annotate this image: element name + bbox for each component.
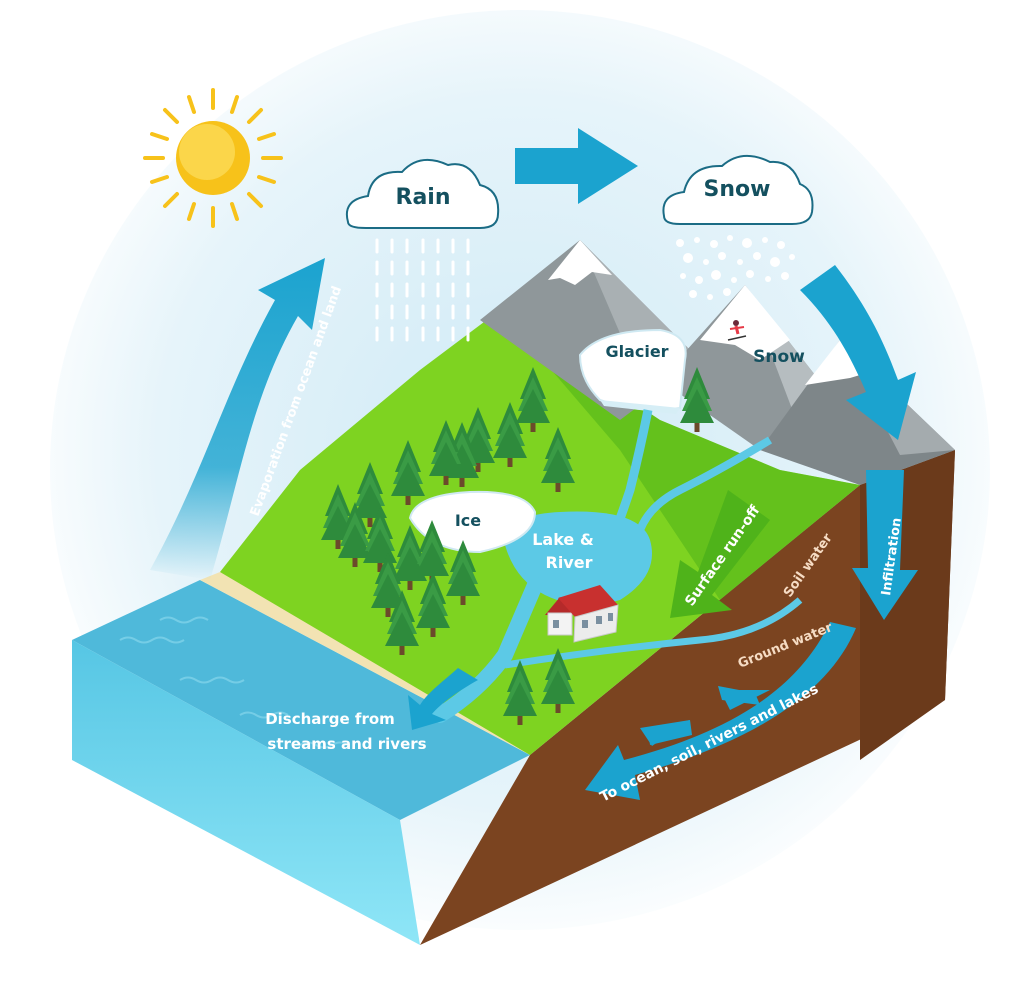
house-icon bbox=[545, 585, 619, 643]
ice-label: Ice bbox=[455, 511, 481, 530]
rain-label: Rain bbox=[396, 185, 451, 210]
river bbox=[432, 577, 543, 723]
skier-icon bbox=[727, 320, 747, 341]
surface-runoff-arrow bbox=[670, 490, 770, 618]
glacier bbox=[578, 328, 687, 414]
snow-peak-label: Snow bbox=[753, 347, 805, 367]
evaporation-arrow bbox=[150, 258, 325, 580]
soil-block bbox=[420, 450, 955, 945]
rain-drops bbox=[375, 238, 470, 342]
cloud-transfer-arrow bbox=[515, 128, 638, 204]
glacier-label: Glacier bbox=[605, 342, 668, 361]
discharge-label-line1: Discharge from bbox=[265, 710, 395, 728]
rain-cloud bbox=[346, 158, 500, 229]
snow-descent-arrow bbox=[800, 265, 916, 440]
infiltration-arrow bbox=[852, 470, 918, 620]
discharge-label-line2: streams and rivers bbox=[267, 735, 426, 753]
mountain-stream bbox=[636, 436, 773, 532]
ocean bbox=[72, 580, 530, 945]
snow-cloud-label: Snow bbox=[704, 177, 771, 202]
lake-label-line2: River bbox=[546, 553, 593, 572]
snowflakes bbox=[676, 235, 795, 300]
discharge-arrow bbox=[408, 668, 478, 730]
sun-icon bbox=[143, 88, 283, 228]
ground-water-arrow-small bbox=[648, 686, 760, 745]
ice-patch bbox=[408, 490, 537, 554]
snow-cloud bbox=[662, 155, 814, 225]
lake-label-line1: Lake & bbox=[532, 530, 594, 549]
